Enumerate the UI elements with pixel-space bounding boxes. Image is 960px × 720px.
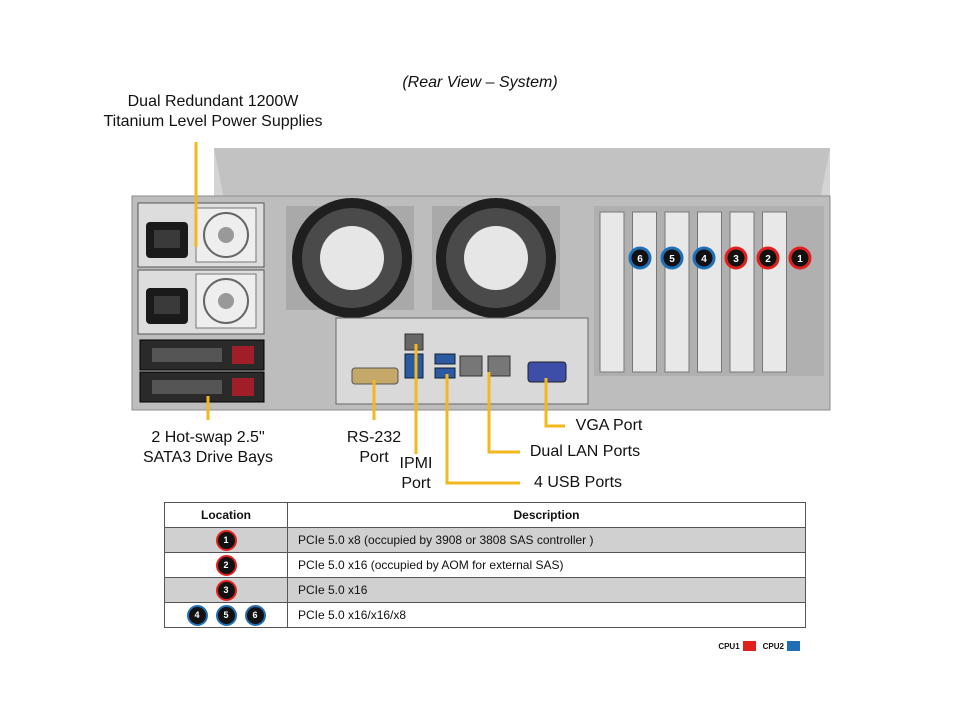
pcie-slot-brackets xyxy=(599,211,787,373)
power-supply-2 xyxy=(137,269,265,335)
callout-lan: Dual LAN Ports xyxy=(529,443,641,460)
svg-text:2: 2 xyxy=(765,254,771,265)
pcie-slot-bracket xyxy=(729,211,755,373)
description-cell: PCIe 5.0 x8 (occupied by 3908 or 3808 SA… xyxy=(287,527,806,553)
pcie-slot-bracket xyxy=(632,211,657,373)
svg-text:5: 5 xyxy=(669,254,675,265)
io-shield xyxy=(335,317,589,405)
pcie-slot-bracket xyxy=(664,211,690,373)
slot-badge-6: 6 xyxy=(628,246,652,270)
svg-text:4: 4 xyxy=(701,254,707,265)
svg-text:6: 6 xyxy=(637,254,643,265)
table-row: 3 PCIe 5.0 x16 xyxy=(164,577,806,603)
table-header-row: Location Description xyxy=(164,502,806,528)
slot-number-badge: 1 xyxy=(215,529,237,551)
pcie-slot-badges: 6 5 4 3 2 1 xyxy=(628,246,812,270)
legend-cpu1-swatch xyxy=(742,641,756,651)
callout-psu: Dual Redundant 1200W Titanium Level Powe… xyxy=(103,93,323,130)
header-description: Description xyxy=(287,502,806,528)
view-title: (Rear View – System) xyxy=(402,74,558,91)
slot-number-badge: 6 xyxy=(244,604,266,626)
leader-usb xyxy=(445,374,520,485)
pcie-slot-bracket xyxy=(762,211,787,373)
power-supply-1 xyxy=(137,202,265,268)
fan-left xyxy=(286,198,414,318)
leader-lan xyxy=(487,372,520,454)
table-row: 2 PCIe 5.0 x16 (occupied by AOM for exter… xyxy=(164,552,806,578)
slot-number-badge: 3 xyxy=(215,579,237,601)
legend-cpu2-swatch xyxy=(787,641,800,651)
lan-connector-1 xyxy=(459,355,483,377)
slot-badge-2: 2 xyxy=(756,246,780,270)
location-cell: 3 xyxy=(164,577,288,603)
callout-leader-lines xyxy=(194,142,565,485)
callout-usb: 4 USB Ports xyxy=(533,474,623,491)
lan-connector-2 xyxy=(487,355,511,377)
callout-vga: VGA Port xyxy=(575,417,643,434)
server-rear-diagram: 6 5 4 3 2 1 xyxy=(131,142,831,485)
legend-cpu1-label: CPU1 xyxy=(718,641,740,651)
slot-badge-4: 4 xyxy=(692,246,716,270)
usb-connector-ipmi-side xyxy=(404,353,424,379)
header-location: Location xyxy=(164,502,288,528)
usb-connector-top xyxy=(434,353,456,365)
pcie-slot-table: Location Description 1 PCIe 5.0 x8 (occup… xyxy=(164,502,806,628)
slot-number-badge: 4 xyxy=(186,604,208,626)
description-cell: PCIe 5.0 x16 (occupied by AOM for extern… xyxy=(287,552,806,578)
leader-vga xyxy=(544,378,565,428)
slot-badge-5: 5 xyxy=(660,246,684,270)
slot-badge-3: 3 xyxy=(724,246,748,270)
pcie-slot-bracket xyxy=(599,211,625,373)
callout-rs232: RS-232 Port xyxy=(346,429,402,466)
slot-badge-1: 1 xyxy=(788,246,812,270)
usb-connector-bottom xyxy=(434,367,456,379)
cpu-legend: CPU1 CPU2 xyxy=(718,641,804,651)
svg-text:1: 1 xyxy=(797,254,803,265)
description-cell: PCIe 5.0 x16/x16/x8 xyxy=(287,602,806,628)
drive-bay-2 xyxy=(139,371,265,403)
callout-ipmi: IPMI Port xyxy=(399,455,433,492)
location-cell: 2 xyxy=(164,552,288,578)
pcie-slot-bracket xyxy=(697,211,722,373)
ipmi-connector xyxy=(404,333,424,351)
description-cell: PCIe 5.0 x16 xyxy=(287,577,806,603)
slot-number-badge: 5 xyxy=(215,604,237,626)
callout-drives: 2 Hot-swap 2.5" SATA3 Drive Bays xyxy=(142,429,274,466)
location-cell: 1 xyxy=(164,527,288,553)
table-row: 1 PCIe 5.0 x8 (occupied by 3908 or 3808 S… xyxy=(164,527,806,553)
drive-bay-1 xyxy=(139,339,265,371)
legend-cpu2-label: CPU2 xyxy=(762,641,784,651)
svg-text:3: 3 xyxy=(733,254,739,265)
slot-number-badge: 2 xyxy=(215,554,237,576)
fan-right xyxy=(432,198,560,318)
